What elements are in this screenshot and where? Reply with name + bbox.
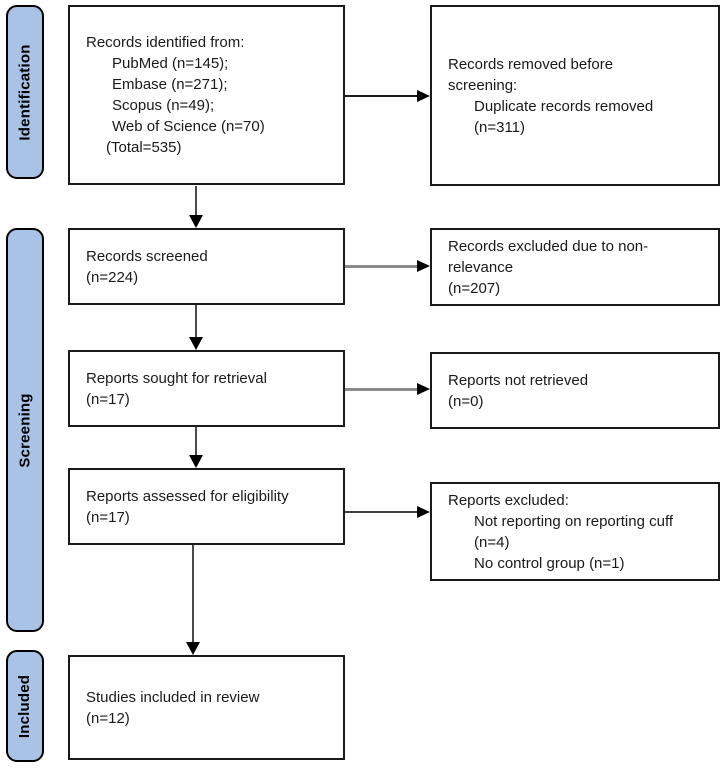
box-line: Records removed before — [448, 55, 614, 73]
box-line: (n=311) — [474, 118, 526, 136]
stage-included: Included — [6, 650, 44, 762]
box-line: Scopus (n=49); — [112, 97, 215, 114]
box-line: Records excluded due to non- — [448, 237, 649, 255]
box-line: Embase (n=271); — [112, 76, 228, 93]
box-line: (n=17) — [86, 390, 130, 408]
box-records-screened: Records screened (n=224) — [68, 228, 345, 305]
box-line: Reports excluded: — [448, 491, 569, 509]
box-line: (n=224) — [86, 268, 139, 286]
box-records-removed: Records removed before screening: Duplic… — [430, 5, 720, 186]
box-line: relevance — [448, 258, 514, 276]
arrowhead-down-icon — [189, 337, 203, 350]
arrowhead-down-icon — [189, 215, 203, 228]
box-line: Not reporting on reporting cuff — [474, 512, 674, 530]
arrow-line — [195, 186, 197, 217]
arrow-line — [192, 545, 194, 643]
box-reports-not-retrieved: Reports not retrieved (n=0) — [430, 352, 720, 429]
arrowhead-down-icon — [186, 642, 200, 655]
arrow-line — [345, 95, 418, 97]
arrowhead-right-icon — [417, 90, 430, 102]
box-line: (Total=535) — [106, 139, 182, 156]
box-line: (n=4) — [474, 533, 510, 551]
box-line: No control group (n=1) — [474, 554, 625, 572]
box-line: PubMed (n=145); — [112, 55, 229, 72]
arrowhead-right-icon — [417, 383, 430, 395]
arrow-line — [345, 511, 418, 513]
arrow-line — [195, 427, 197, 456]
arrow-line — [195, 305, 197, 338]
arrowhead-right-icon — [417, 506, 430, 518]
box-line: (n=12) — [86, 709, 130, 727]
stage-screening: Screening — [6, 228, 44, 632]
stage-included-label: Included — [16, 674, 34, 738]
arrowhead-right-icon — [417, 260, 430, 272]
box-line: Reports sought for retrieval — [86, 369, 267, 387]
box-line: (n=0) — [448, 392, 484, 410]
box-line: Records screened — [86, 247, 208, 265]
box-records-excluded-nonrelevance: Records excluded due to non- relevance (… — [430, 228, 720, 306]
box-line: Reports not retrieved — [448, 371, 589, 389]
box-reports-assessed: Reports assessed for eligibility (n=17) — [68, 468, 345, 545]
stage-identification-label: Identification — [16, 43, 34, 141]
box-line: Reports assessed for eligibility — [86, 487, 289, 505]
arrow-line — [345, 265, 418, 268]
box-line: Web of Science (n=70) — [112, 118, 265, 135]
box-line: Records identified from: — [86, 34, 245, 51]
box-line: (n=207) — [448, 279, 501, 297]
box-line: screening: — [448, 76, 518, 94]
box-line: Duplicate records removed — [474, 97, 654, 115]
box-reports-sought: Reports sought for retrieval (n=17) — [68, 350, 345, 427]
arrow-line — [345, 388, 418, 391]
box-studies-included: Studies included in review (n=12) — [68, 655, 345, 760]
stage-screening-label: Screening — [16, 392, 34, 468]
box-records-identified: Records identified from: PubMed (n=145);… — [68, 5, 345, 185]
arrowhead-down-icon — [189, 455, 203, 468]
box-line: (n=17) — [86, 508, 130, 526]
stage-identification: Identification — [6, 5, 44, 179]
box-line: Studies included in review — [86, 688, 260, 706]
box-reports-excluded: Reports excluded: Not reporting on repor… — [430, 482, 720, 581]
